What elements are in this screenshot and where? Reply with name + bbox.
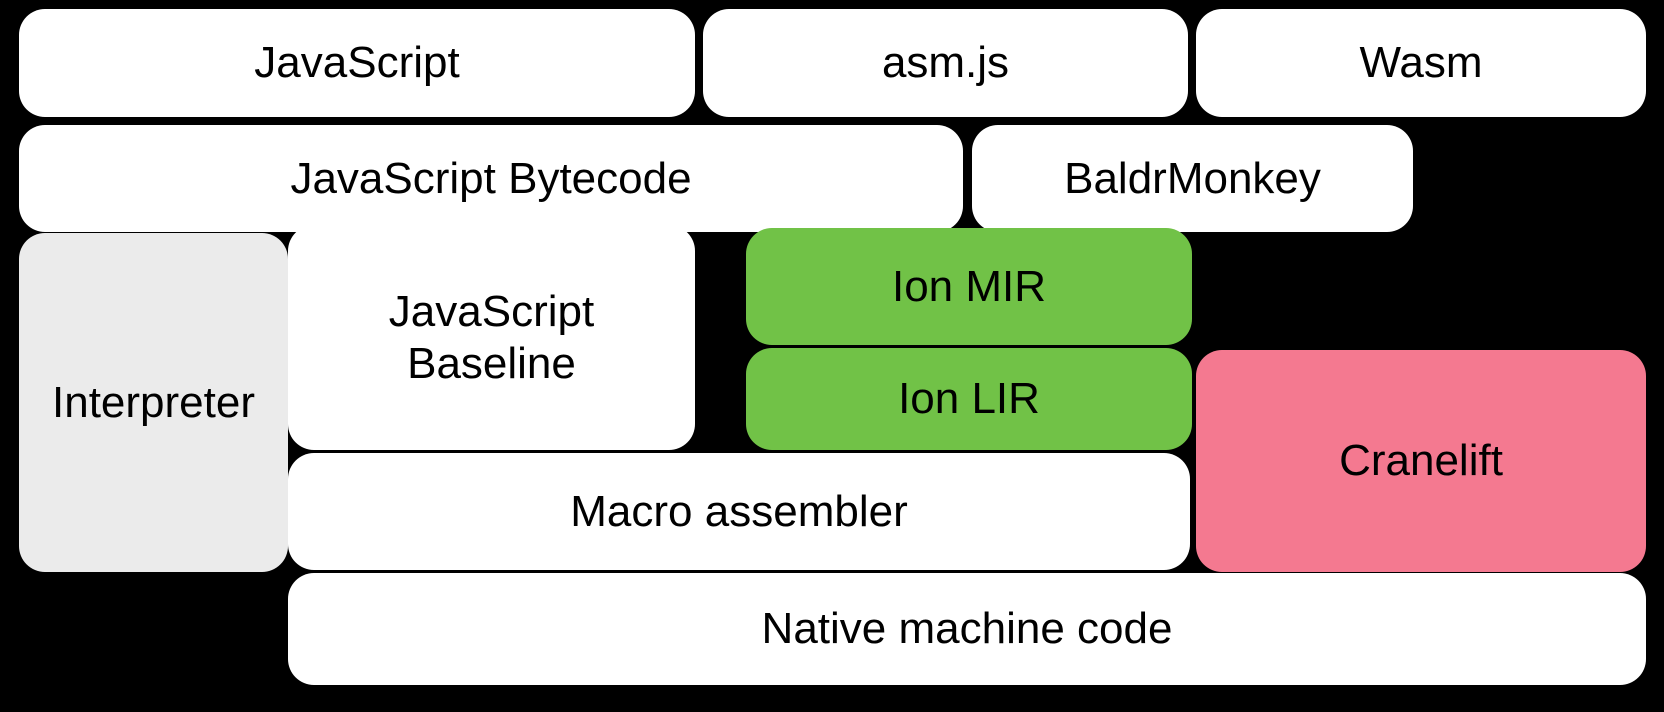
node-asmjs[interactable]: asm.js (703, 9, 1188, 117)
node-ion-lir[interactable]: Ion LIR (746, 348, 1192, 450)
node-wasm[interactable]: Wasm (1196, 9, 1646, 117)
node-javascript-bytecode[interactable]: JavaScript Bytecode (19, 125, 963, 232)
node-native-machine-code[interactable]: Native machine code (288, 573, 1646, 685)
node-interpreter[interactable]: Interpreter (19, 233, 288, 572)
node-cranelift[interactable]: Cranelift (1196, 350, 1646, 572)
node-macro-assembler[interactable]: Macro assembler (288, 453, 1190, 570)
node-javascript-baseline[interactable]: JavaScript Baseline (288, 225, 695, 450)
node-javascript[interactable]: JavaScript (19, 9, 695, 117)
node-ion-mir[interactable]: Ion MIR (746, 228, 1192, 345)
node-baldrmonkey[interactable]: BaldrMonkey (972, 125, 1413, 232)
